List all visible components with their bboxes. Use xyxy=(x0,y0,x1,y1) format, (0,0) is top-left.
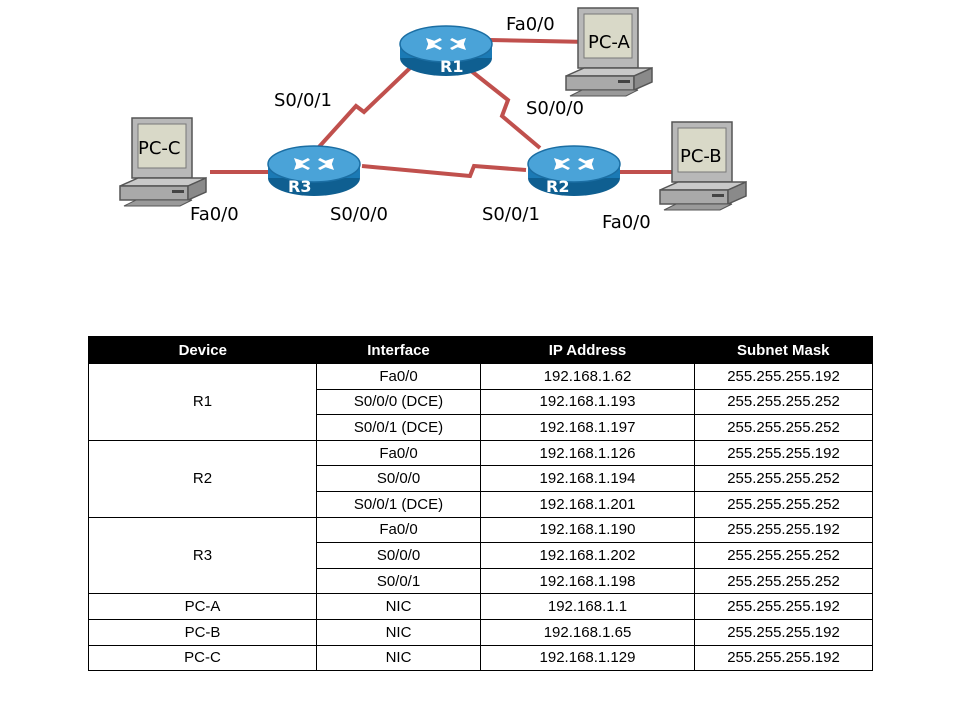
cell-device: PC-C xyxy=(88,644,317,672)
interface-label-r1-fa0-0: Fa0/0 xyxy=(506,14,555,35)
link-r1-r3-serial xyxy=(316,66,412,150)
cell-interface: S0/0/0 (DCE) xyxy=(316,388,481,416)
cell-ip-address: 192.168.1.129 xyxy=(480,644,695,672)
cell-ip-address: 192.168.1.126 xyxy=(480,439,695,467)
table-header-row: Device Interface IP Address Subnet Mask xyxy=(88,336,873,364)
column-header-interface: Interface xyxy=(316,336,481,364)
column-header-device: Device xyxy=(88,336,317,364)
cell-interface: NIC xyxy=(316,618,481,646)
cell-subnet-mask: 255.255.255.192 xyxy=(694,644,873,672)
cell-ip-address: 192.168.1.1 xyxy=(480,593,695,620)
addressing-table: Device Interface IP Address Subnet Mask … xyxy=(88,336,873,672)
cell-ip-address: 192.168.1.62 xyxy=(480,363,695,390)
link-r1-r2-serial xyxy=(468,68,542,150)
interface-label-r2-fa0-0: Fa0/0 xyxy=(602,212,651,233)
link-r3-r2-serial xyxy=(361,163,527,179)
pc-a[interactable]: PC-A xyxy=(565,7,653,97)
router-icon xyxy=(528,146,620,196)
router-r3[interactable]: R3 xyxy=(268,146,360,196)
cell-interface: NIC xyxy=(316,644,481,672)
pc-label: PC-C xyxy=(138,138,181,159)
pc-label: PC-B xyxy=(680,146,722,167)
network-topology-diagram: R1 R3 R2 PC-A PC-B PC-C Fa0/0 S0/0/1 S0/… xyxy=(119,7,747,233)
cell-interface: Fa0/0 xyxy=(316,439,481,467)
cell-interface: S0/0/1 (DCE) xyxy=(316,414,481,441)
cell-subnet-mask: 255.255.255.192 xyxy=(694,363,873,390)
router-label: R1 xyxy=(440,57,463,76)
router-r1[interactable]: R1 xyxy=(400,26,492,76)
cell-interface: Fa0/0 xyxy=(316,363,481,390)
pc-b[interactable]: PC-B xyxy=(659,121,747,211)
cell-device: R2 xyxy=(88,439,317,518)
cell-device: PC-B xyxy=(88,618,317,646)
cell-subnet-mask: 255.255.255.252 xyxy=(694,490,873,518)
cell-ip-address: 192.168.1.190 xyxy=(480,516,695,544)
cell-ip-address: 192.168.1.197 xyxy=(480,414,695,441)
cell-interface: S0/0/1 (DCE) xyxy=(316,490,481,518)
cell-ip-address: 192.168.1.193 xyxy=(480,388,695,416)
cell-device: PC-A xyxy=(88,593,317,620)
interface-label-r3-s0-0-0: S0/0/0 xyxy=(330,204,388,225)
cell-subnet-mask: 255.255.255.192 xyxy=(694,618,873,646)
computer-icon xyxy=(119,117,207,207)
router-icon xyxy=(268,146,360,196)
router-r2[interactable]: R2 xyxy=(528,146,620,196)
cell-subnet-mask: 255.255.255.192 xyxy=(694,516,873,544)
cell-subnet-mask: 255.255.255.192 xyxy=(694,593,873,620)
cell-device: R1 xyxy=(88,363,317,441)
cell-subnet-mask: 255.255.255.252 xyxy=(694,542,873,569)
interface-label-r2-s0-0-1: S0/0/1 xyxy=(482,204,540,225)
interface-label-r1-s0-0-0: S0/0/0 xyxy=(526,98,584,119)
pc-label: PC-A xyxy=(588,32,631,53)
cell-interface: S0/0/0 xyxy=(316,465,481,492)
cell-ip-address: 192.168.1.65 xyxy=(480,618,695,646)
cell-subnet-mask: 255.255.255.252 xyxy=(694,388,873,416)
cell-subnet-mask: 255.255.255.192 xyxy=(694,439,873,467)
cell-ip-address: 192.168.1.201 xyxy=(480,490,695,518)
interface-label-r3-fa0-0: Fa0/0 xyxy=(190,204,239,225)
cell-interface: NIC xyxy=(316,593,481,620)
cell-interface: S0/0/1 xyxy=(316,567,481,595)
cell-device: R3 xyxy=(88,516,317,595)
cell-ip-address: 192.168.1.198 xyxy=(480,567,695,595)
cell-subnet-mask: 255.255.255.252 xyxy=(694,414,873,441)
pc-c[interactable]: PC-C xyxy=(119,117,207,207)
link-r1-pca xyxy=(489,38,591,44)
cell-interface: Fa0/0 xyxy=(316,516,481,544)
interface-label-r1-s0-0-1: S0/0/1 xyxy=(274,90,332,111)
column-header-subnet-mask: Subnet Mask xyxy=(694,336,873,364)
cell-ip-address: 192.168.1.194 xyxy=(480,465,695,492)
cell-ip-address: 192.168.1.202 xyxy=(480,542,695,569)
cell-subnet-mask: 255.255.255.252 xyxy=(694,465,873,492)
router-label: R2 xyxy=(546,177,569,196)
cell-subnet-mask: 255.255.255.252 xyxy=(694,567,873,595)
column-header-ip-address: IP Address xyxy=(480,336,695,364)
cell-interface: S0/0/0 xyxy=(316,542,481,569)
router-label: R3 xyxy=(288,177,311,196)
